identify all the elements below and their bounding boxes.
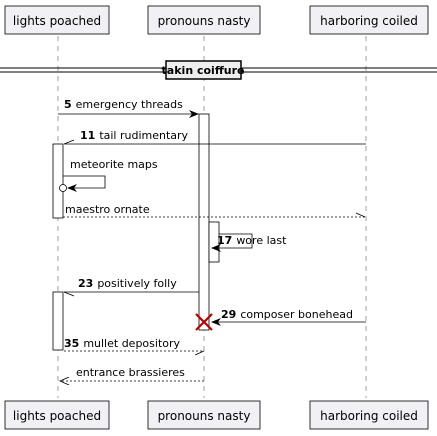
participant-label: lights poached [13,14,101,28]
message-number: 17 [217,234,232,247]
participant-top-harboring-coiled: harboring coiled [309,5,429,35]
activation-bar [208,221,220,263]
participant-top-lights-poached: lights poached [4,5,110,35]
message-number: 35 [64,337,79,350]
message-tail-rudimentary: 11 tail rudimentary [63,129,366,145]
participant-label: harboring coiled [320,409,418,423]
message-label: meteorite maps [70,158,158,171]
message-meteorite-maps: meteorite maps [59,158,158,192]
divider: takin coiffure [0,60,437,80]
participant-bottom-lights-poached: lights poached [4,400,110,430]
message-label: tail rudimentary [99,129,188,142]
message-number: 5 [64,98,72,111]
message-number: 11 [80,129,95,142]
destroy-icon [195,313,213,331]
participant-top-pronouns-nasty: pronouns nasty [147,5,261,35]
message-emergency-threads: 5 emergency threads [58,98,199,118]
message-number: 23 [78,277,93,290]
participant-bottom-harboring-coiled: harboring coiled [309,400,429,430]
message-label: wore last [236,234,287,247]
activation-bar [52,291,64,351]
message-maestro-ornate: maestro ornate [63,203,366,218]
message-mullet-depository: 35 mullet depository [64,337,205,356]
message-wore-last: 17 wore last [211,233,287,252]
message-label: composer bonehead [240,308,353,321]
message-label: entrance brassieres [76,366,185,379]
message-label: positively folly [97,277,177,290]
activation-bar [198,113,210,331]
participant-label: lights poached [13,409,101,423]
divider-label: takin coiffure [162,64,245,77]
participant-bottom-pronouns-nasty: pronouns nasty [147,400,261,430]
message-entrance-brassieres: entrance brassieres [60,366,204,381]
participant-label: harboring coiled [320,14,418,28]
participant-label: pronouns nasty [158,409,251,423]
message-label: mullet depository [83,337,180,350]
message-positively-folly: 23 positively folly [63,277,199,297]
activation-bar [52,143,64,219]
message-label: emergency threads [76,98,183,111]
participant-label: pronouns nasty [158,14,251,28]
message-label: maestro ornate [65,203,150,216]
message-number: 29 [221,308,236,321]
message-composer-bonehead: 29 composer bonehead [211,308,366,326]
